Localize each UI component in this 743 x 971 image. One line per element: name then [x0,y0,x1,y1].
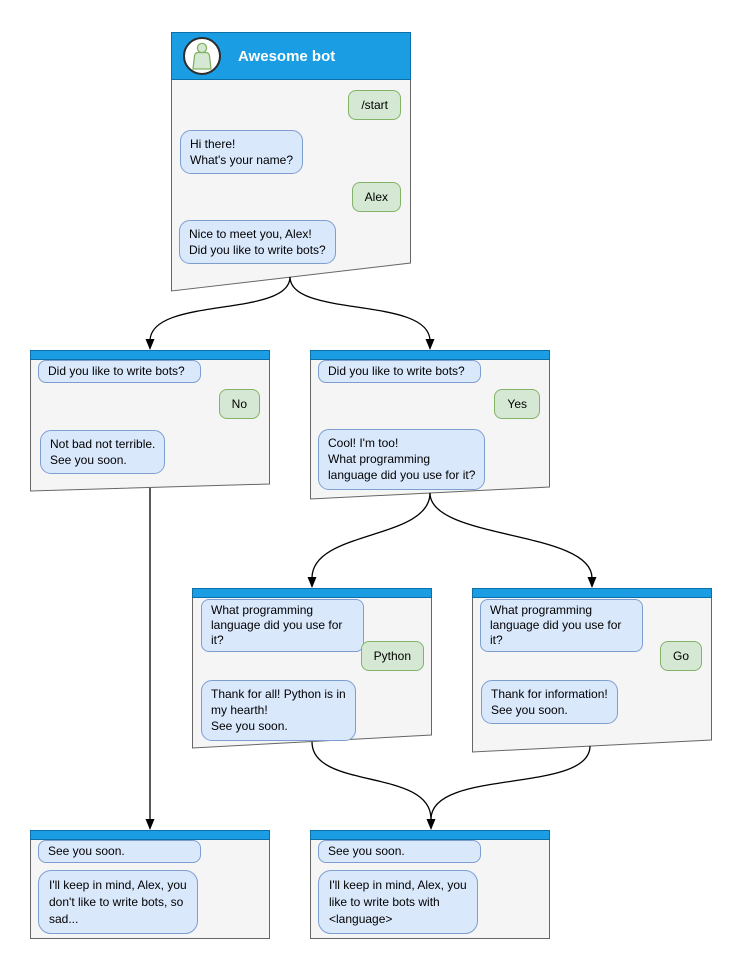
arrowhead-go [587,577,597,588]
quoted-question-bubble: Did you like to write bots? [318,360,481,383]
connector-start-to-yes [289,276,431,342]
quoted-question-bubble: See you soon. [38,840,201,863]
chat-header: Awesome bot [171,32,411,80]
arrowhead-yes [425,339,435,350]
chat-header-bar [30,830,270,840]
chat-header-bar [30,350,270,360]
quoted-question-bubble: See you soon. [318,840,481,863]
user-message-bubble: /start [348,90,401,121]
person-icon [192,42,212,70]
chat-window-branch-no: Did you like to write bots? No Not bad n… [30,350,270,491]
bot-message-bubble: Hi there! What's your name? [180,130,304,175]
quoted-question-bubble: What programming language did you use fo… [480,599,643,652]
user-message-bubble: Yes [494,389,540,420]
arrowhead-no [145,339,155,350]
bot-message-bubble: I'll keep in mind, Alex, you don't like … [38,870,198,935]
chat-window-python: What programming language did you use fo… [192,588,432,748]
quoted-question-bubble: What programming language did you use fo… [201,599,364,652]
bot-message-bubble: Not bad not terrible. See you soon. [40,430,166,475]
connector-start-to-no [149,276,291,342]
connector-python-to-end [311,741,432,820]
user-message-bubble: Go [659,641,702,672]
connector-go-to-end [430,745,591,820]
bot-message-bubble: Cool! I'm too! What programming language… [318,429,486,490]
arrowhead-end-yes [426,819,436,830]
connector-yes-to-python [311,492,431,579]
connector-yes-to-go [429,492,593,579]
bot-avatar [183,37,221,75]
chat-header-bar [192,588,432,598]
chat-window-go: What programming language did you use fo… [472,588,712,752]
user-message-bubble: No [218,389,260,420]
chat-header-bar [472,588,712,598]
user-message-bubble: Alex [351,182,401,213]
arrowhead-python [307,577,317,588]
chat-window-end-yes: See you soon. I'll keep in mind, Alex, y… [310,830,550,938]
bot-message-bubble: Thank for all! Python is in my hearth! S… [201,680,356,741]
chat-window-branch-yes: Did you like to write bots? Yes Cool! I'… [310,350,550,499]
bot-message-bubble: I'll keep in mind, Alex, you like to wri… [318,870,478,935]
bot-message-bubble: Thank for information! See you soon. [481,680,618,725]
chat-window-start: Awesome bot /start Hi there! What's your… [171,32,411,291]
bot-message-bubble: Nice to meet you, Alex! Did you like to … [179,220,336,265]
chat-header-bar [310,830,550,840]
arrowhead-end-no [145,819,155,830]
user-message-bubble: Python [360,641,424,672]
chat-window-end-no: See you soon. I'll keep in mind, Alex, y… [30,830,270,938]
bot-title: Awesome bot [238,47,336,65]
quoted-question-bubble: Did you like to write bots? [38,360,201,383]
chat-header-bar [310,350,550,360]
